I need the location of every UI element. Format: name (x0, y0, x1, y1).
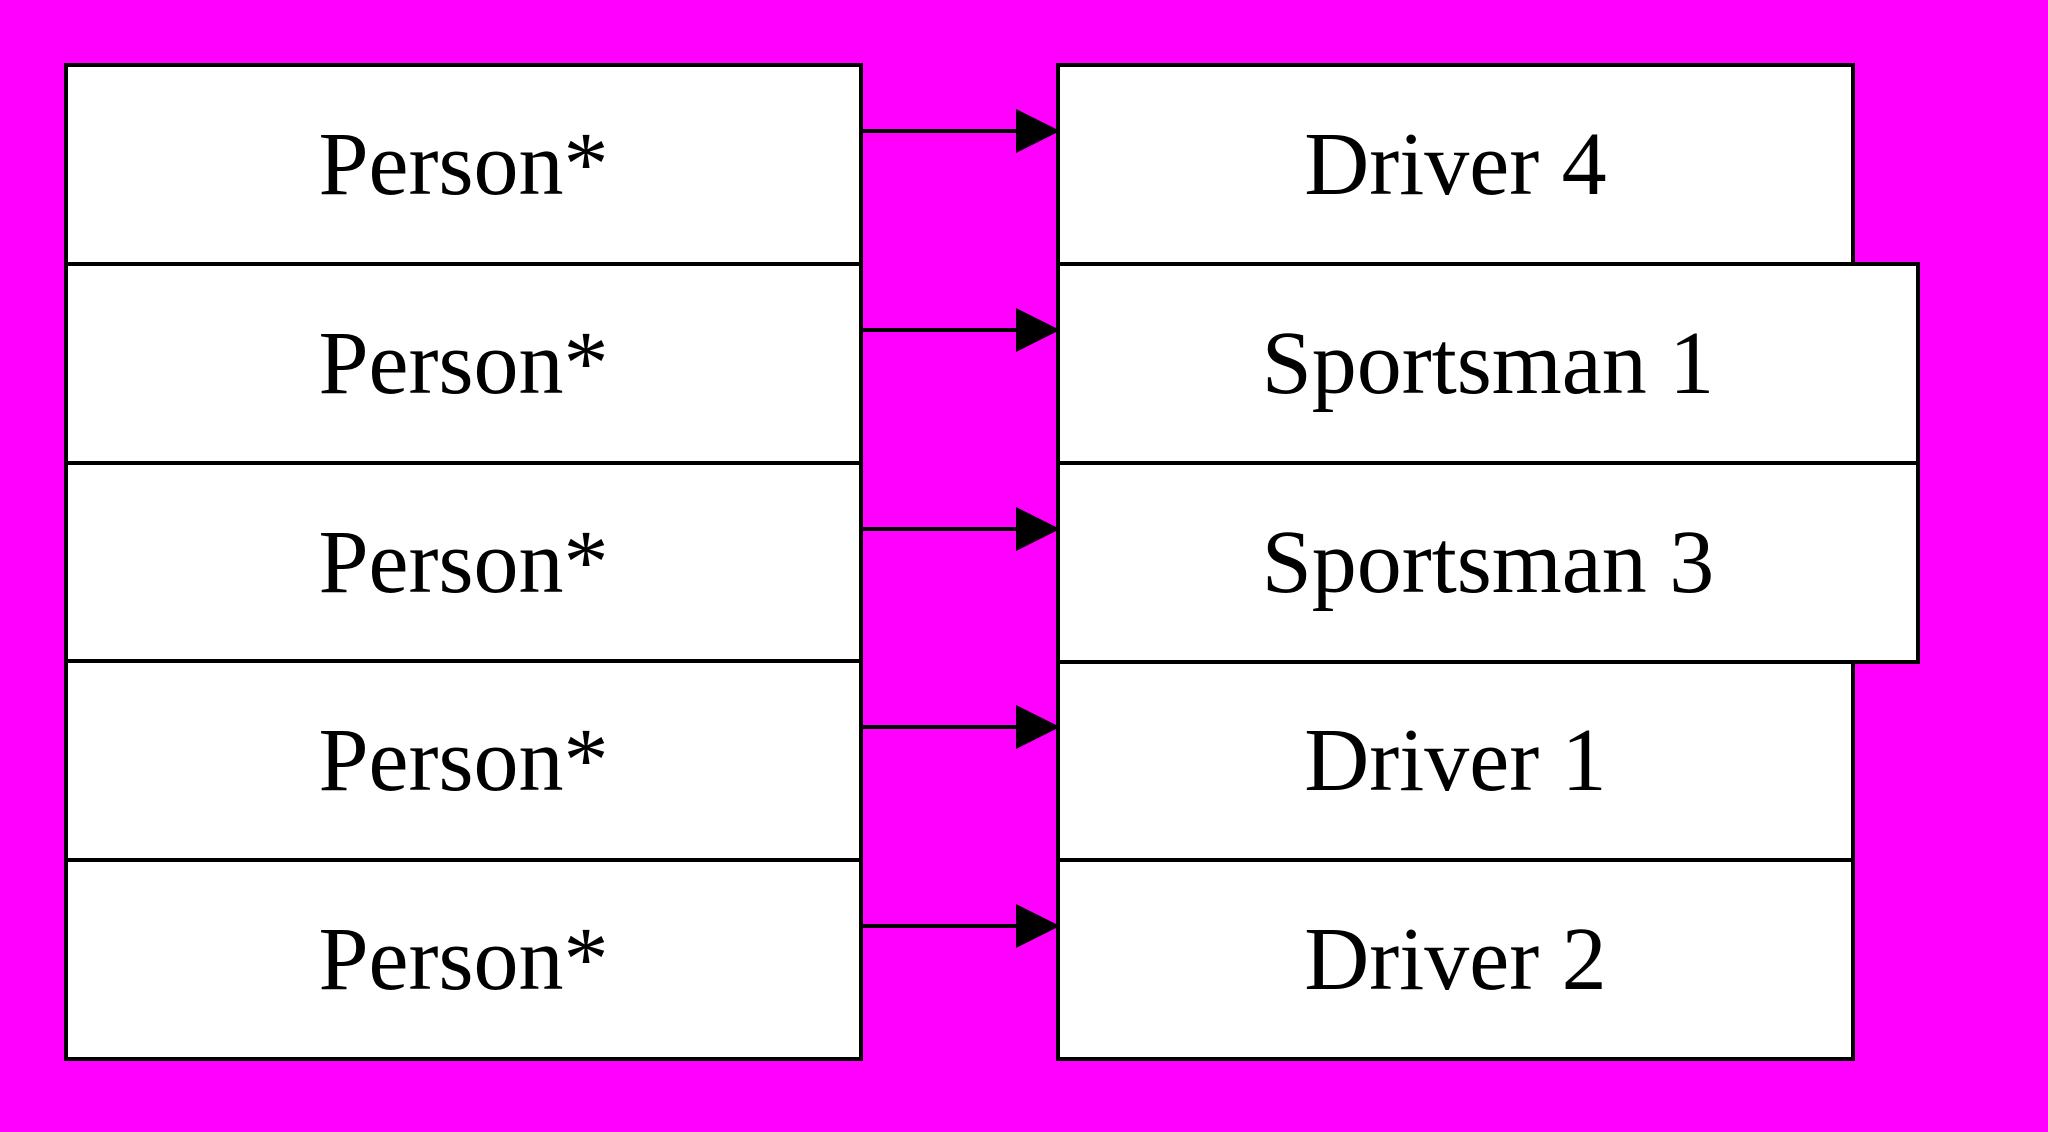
arrowhead-icon (1016, 705, 1060, 749)
pointer-cell: Person* (64, 461, 863, 664)
arrowhead-icon (1016, 308, 1060, 352)
object-label: Driver 1 (1304, 710, 1607, 810)
object-cell: Sportsman 1 (1056, 262, 1920, 465)
object-label: Driver 2 (1304, 909, 1607, 1009)
object-cell: Sportsman 3 (1056, 461, 1920, 664)
arrowhead-icon (1016, 507, 1060, 551)
pointer-cell: Person* (64, 858, 863, 1061)
pointer-label: Person* (318, 313, 609, 413)
pointer-arrow (859, 904, 1060, 948)
pointer-label: Person* (318, 710, 609, 810)
pointer-label: Person* (318, 909, 609, 1009)
object-cell: Driver 1 (1056, 659, 1855, 862)
pointer-arrow (859, 109, 1060, 153)
pointer-label: Person* (318, 512, 609, 612)
arrowhead-icon (1016, 109, 1060, 153)
pointer-cell: Person* (64, 63, 863, 266)
pointer-cell: Person* (64, 262, 863, 465)
pointer-arrow (859, 705, 1060, 749)
object-label: Sportsman 3 (1261, 512, 1715, 612)
pointer-label: Person* (318, 114, 609, 214)
pointer-cell: Person* (64, 659, 863, 862)
pointer-arrow (859, 507, 1060, 551)
pointer-arrow (859, 308, 1060, 352)
object-label: Driver 4 (1304, 114, 1607, 214)
object-label: Sportsman 1 (1261, 313, 1715, 413)
object-cell: Driver 2 (1056, 858, 1855, 1061)
arrowhead-icon (1016, 904, 1060, 948)
object-cell: Driver 4 (1056, 63, 1855, 266)
